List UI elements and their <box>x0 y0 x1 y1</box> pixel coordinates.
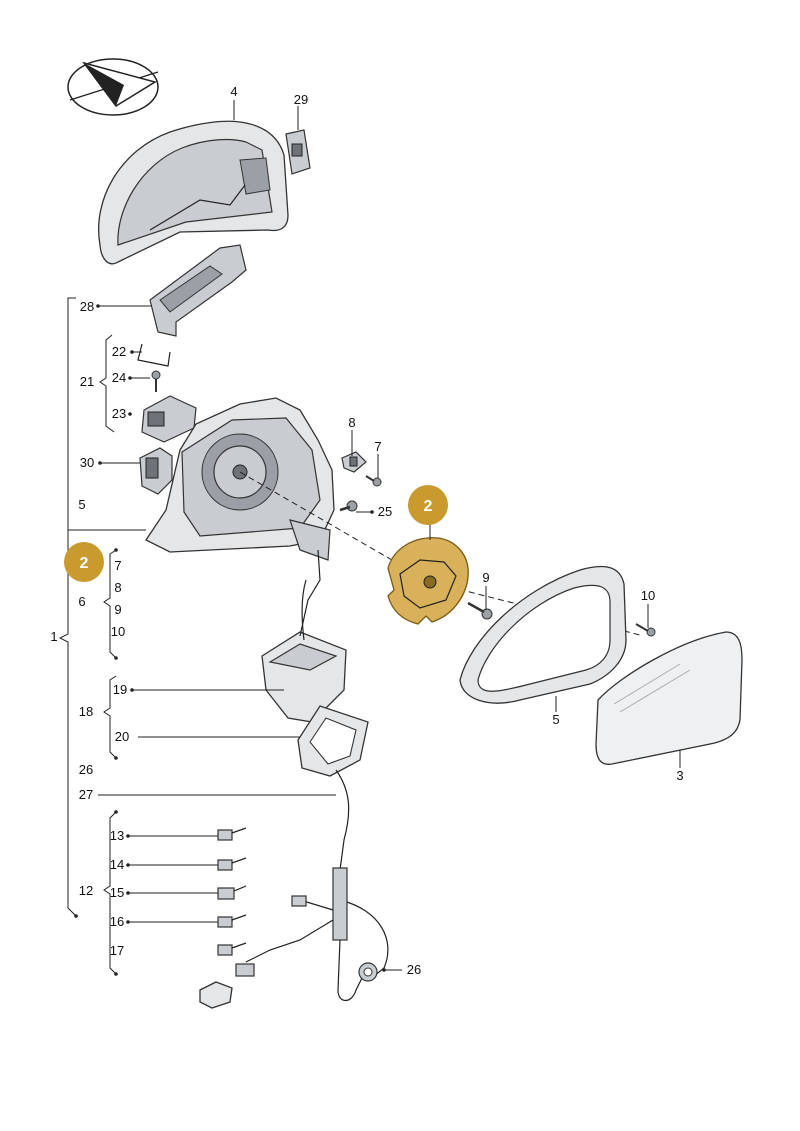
label-1: 1 <box>50 629 57 644</box>
part-24-screw <box>151 370 161 392</box>
label-17: 17 <box>110 943 124 958</box>
label-27: 27 <box>79 787 93 802</box>
part-3-mirror-glass <box>595 631 743 765</box>
label-15: 15 <box>110 885 124 900</box>
label-26-left: 26 <box>79 762 93 777</box>
part-25-screw <box>339 500 358 512</box>
part-19-cable-cover <box>261 631 347 723</box>
label-14: 14 <box>110 857 124 872</box>
part-housing-cap <box>98 120 289 265</box>
label-8-top: 8 <box>348 415 355 430</box>
label-4: 4 <box>230 84 237 99</box>
part-30-lamp-holder <box>139 447 173 495</box>
label-29: 29 <box>294 92 308 107</box>
callout-badge-2-left: 2 <box>64 542 104 582</box>
label-9: 9 <box>482 570 489 585</box>
wiring-harness <box>245 769 389 1002</box>
label-8-list: 8 <box>114 580 121 595</box>
part-5-mirror-frame <box>459 565 627 704</box>
label-12: 12 <box>79 883 93 898</box>
label-7-top: 7 <box>374 439 381 454</box>
label-20: 20 <box>115 729 129 744</box>
part-9-screw <box>467 601 493 620</box>
callout-2-left-label: 2 <box>80 555 89 572</box>
label-23: 23 <box>112 406 126 421</box>
label-26-right: 26 <box>407 962 421 977</box>
label-24: 24 <box>112 370 126 385</box>
label-5-left: 5 <box>78 497 85 512</box>
connector-housing <box>199 895 307 1009</box>
label-30: 30 <box>80 455 94 470</box>
connector-14 <box>217 857 247 871</box>
direction-arrow-icon <box>67 58 159 116</box>
label-22: 22 <box>112 344 126 359</box>
callout-2-top-label: 2 <box>424 498 433 515</box>
label-6: 6 <box>78 594 85 609</box>
part-7-screw <box>365 475 382 487</box>
connector-13 <box>217 827 247 841</box>
label-9-list: 9 <box>114 602 121 617</box>
label-16: 16 <box>110 914 124 929</box>
connector-16 <box>217 914 247 928</box>
part-29-clip <box>285 129 311 175</box>
connector-17 <box>217 942 247 956</box>
label-10: 10 <box>641 588 655 603</box>
part-20-grommet <box>297 705 369 777</box>
callout-badge-2-top: 2 <box>408 485 448 525</box>
part-10-screw <box>635 623 656 637</box>
label-18: 18 <box>79 704 93 719</box>
part-28-bracket <box>149 244 247 337</box>
part-23-motor <box>141 395 197 443</box>
label-7-list: 7 <box>114 558 121 573</box>
part-8-clip <box>341 451 367 473</box>
label-21: 21 <box>80 374 94 389</box>
connector-15 <box>217 885 247 900</box>
label-13: 13 <box>110 828 124 843</box>
label-5-frame: 5 <box>552 712 559 727</box>
label-10-list: 10 <box>111 624 125 639</box>
label-19: 19 <box>113 682 127 697</box>
part-2-adjustment-plate <box>387 537 469 625</box>
label-28: 28 <box>80 299 94 314</box>
label-25: 25 <box>378 504 392 519</box>
label-3: 3 <box>676 768 683 783</box>
part-5-mirror-base <box>145 397 335 561</box>
part-22-u-clip <box>137 343 171 367</box>
